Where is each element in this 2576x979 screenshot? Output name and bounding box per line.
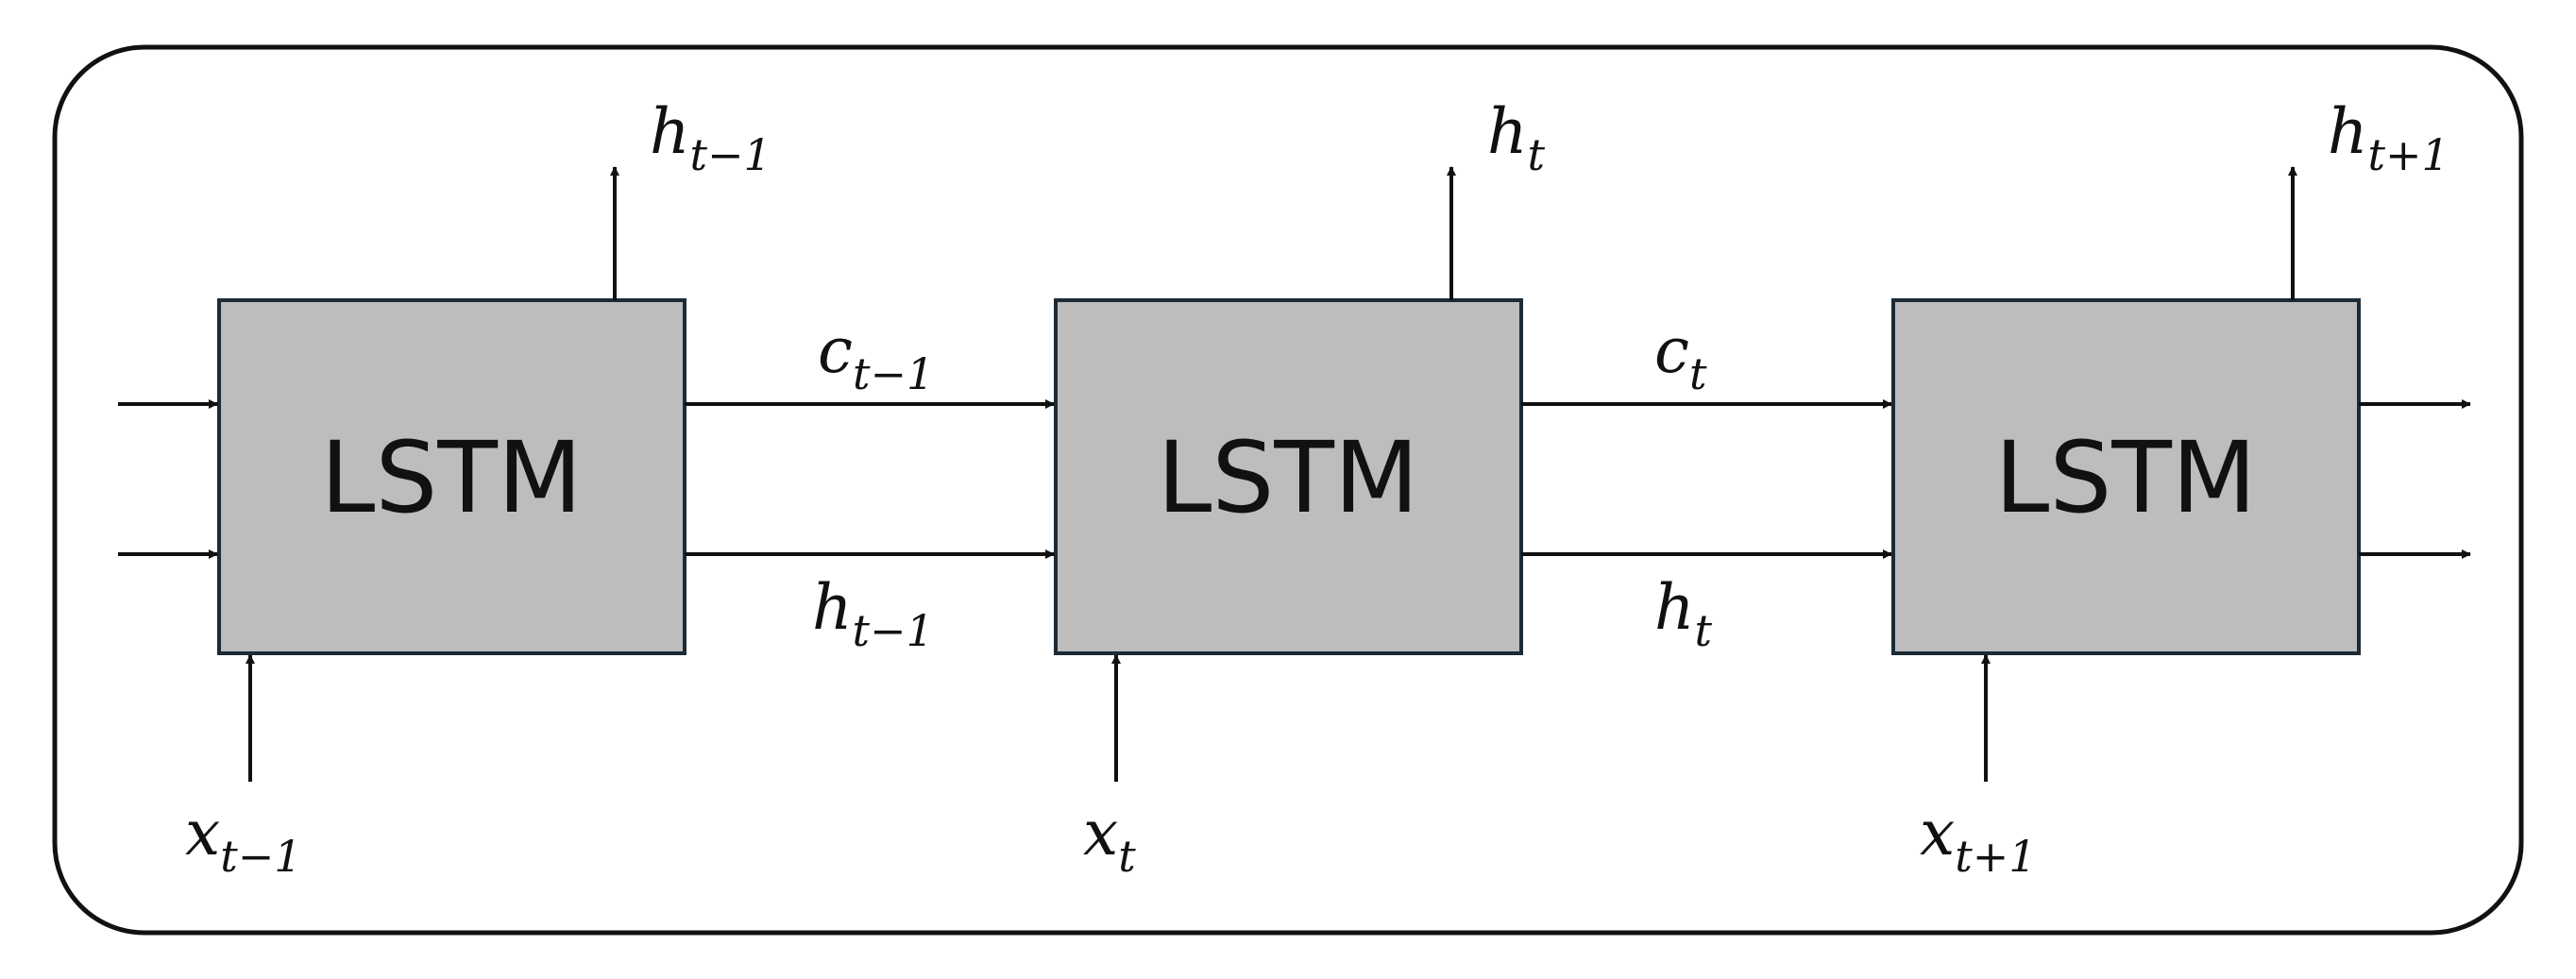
lstm-cell-label: LSTM bbox=[320, 420, 582, 535]
lstm-cell-box bbox=[1891, 298, 2361, 655]
cell-state-label-2: ct bbox=[1654, 314, 1707, 399]
lstm-cell-label: LSTM bbox=[1994, 420, 2256, 535]
input-label-1: xt−1 bbox=[185, 797, 302, 882]
output-label-3: ht+1 bbox=[2328, 95, 2449, 180]
lstm-cell-box bbox=[217, 298, 686, 655]
hidden-state-label-1: ht−1 bbox=[812, 571, 934, 656]
input-label-3: xt+1 bbox=[1920, 797, 2037, 882]
output-label-2: ht bbox=[1487, 95, 1546, 180]
lstm-cell-3: LSTM bbox=[1891, 298, 2361, 655]
lstm-cell-1: LSTM bbox=[217, 298, 686, 655]
input-label-2: xt bbox=[1083, 797, 1136, 882]
output-label-1: ht−1 bbox=[650, 95, 771, 180]
lstm-cell-2: LSTM bbox=[1054, 298, 1523, 655]
outer-frame bbox=[52, 44, 2524, 936]
lstm-cell-label: LSTM bbox=[1157, 420, 1418, 535]
hidden-state-label-2: ht bbox=[1654, 571, 1713, 656]
cell-state-label-1: ct−1 bbox=[818, 314, 934, 399]
lstm-cell-box bbox=[1054, 298, 1523, 655]
